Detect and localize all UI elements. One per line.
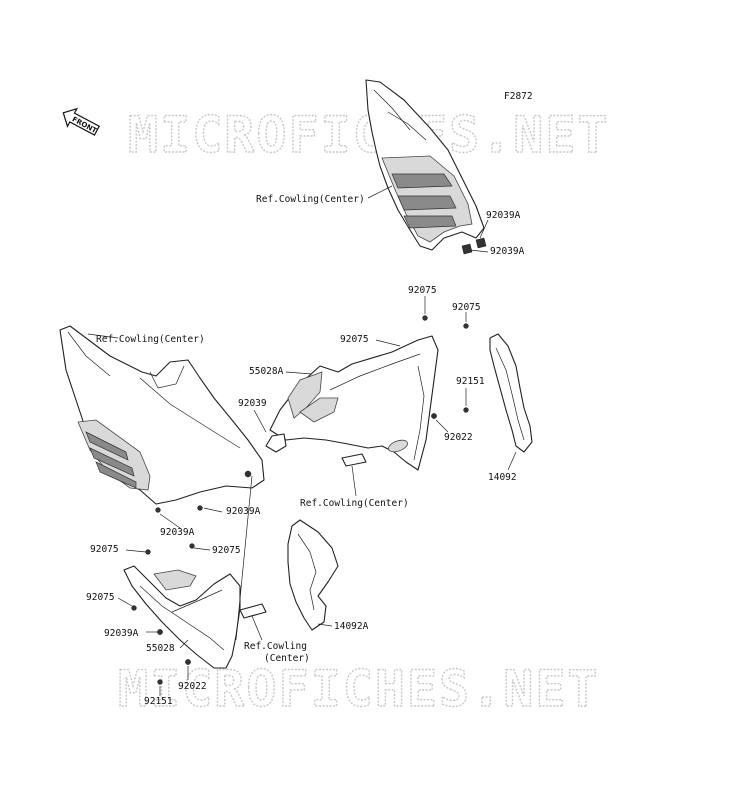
callout-ref-cowling-bottom-2: (Center) [264,653,310,664]
left-side-cowling [59,325,265,505]
callout-ref-cowling-mid: Ref.Cowling(Center) [300,498,409,509]
callout-92151-right: 92151 [456,376,485,387]
callout-92022-right: 92022 [444,432,473,443]
callout-92075-a: 92075 [408,285,437,296]
grommet-92039a-mid-1 [155,507,161,513]
leader-lines [87,185,517,696]
callout-92022-lower: 92022 [178,681,207,692]
grommet-92075-f [131,605,137,611]
callout-ref-cowling-top: Ref.Cowling(Center) [256,194,365,205]
callout-92039a-upper-1: 92039A [486,210,521,221]
mid-clip-ref [341,453,367,467]
callout-92039a-mid-2: 92039A [160,527,195,538]
upper-grommet-1 [475,237,487,249]
callout-14092a: 14092A [334,621,369,632]
callout-92039a-lower: 92039A [104,628,139,639]
callout-ref-cowling-left: Ref.Cowling(Center) [96,334,205,345]
callout-55028: 55028 [146,643,175,654]
upper-center-cowling [365,79,485,251]
watermark-top: MICROFICHES.NET [128,106,610,164]
callout-55028a: 55028A [249,366,284,377]
callout-92039a-upper-2: 92039A [490,246,525,257]
figure-code: F2872 [504,91,533,102]
grommet-92075-e [189,543,195,549]
lower-clip-ref [239,603,267,619]
callout-92075-c: 92075 [340,334,369,345]
callout-92151-lower: 92151 [144,696,173,707]
lower-bracket-55028 [123,565,241,669]
callout-92075-f: 92075 [86,592,115,603]
upper-grommet-2 [461,243,473,255]
watermark-bottom: MICROFICHES.NET [118,660,600,718]
grommet-92039a-mid-2 [197,505,203,511]
callout-14092: 14092 [488,472,517,483]
left-cowling-screw [244,470,252,478]
grommet-92075-a [422,315,428,321]
right-brace-14092 [489,333,533,453]
callout-92039a-mid-1: 92039A [226,506,261,517]
callout-92075-d: 92075 [90,544,119,555]
inner-panel-assembly [269,335,439,471]
front-arrow-icon: FRONT [62,107,101,136]
callout-ref-cowling-bottom-1: Ref.Cowling [244,641,307,652]
callout-92075-e: 92075 [212,545,241,556]
callout-92039: 92039 [238,398,267,409]
grommet-92075-d [145,549,151,555]
grommet-92075-b [463,323,469,329]
washer-92022-lower [185,659,191,665]
lower-brace-14092a [287,519,339,631]
grommet-92039a-lower [157,629,163,635]
clip-92039 [265,433,287,453]
washer-92022-right [431,413,437,419]
screw-92151-lower [157,679,163,685]
screw-92151-right [463,407,469,413]
callout-92075-b: 92075 [452,302,481,313]
